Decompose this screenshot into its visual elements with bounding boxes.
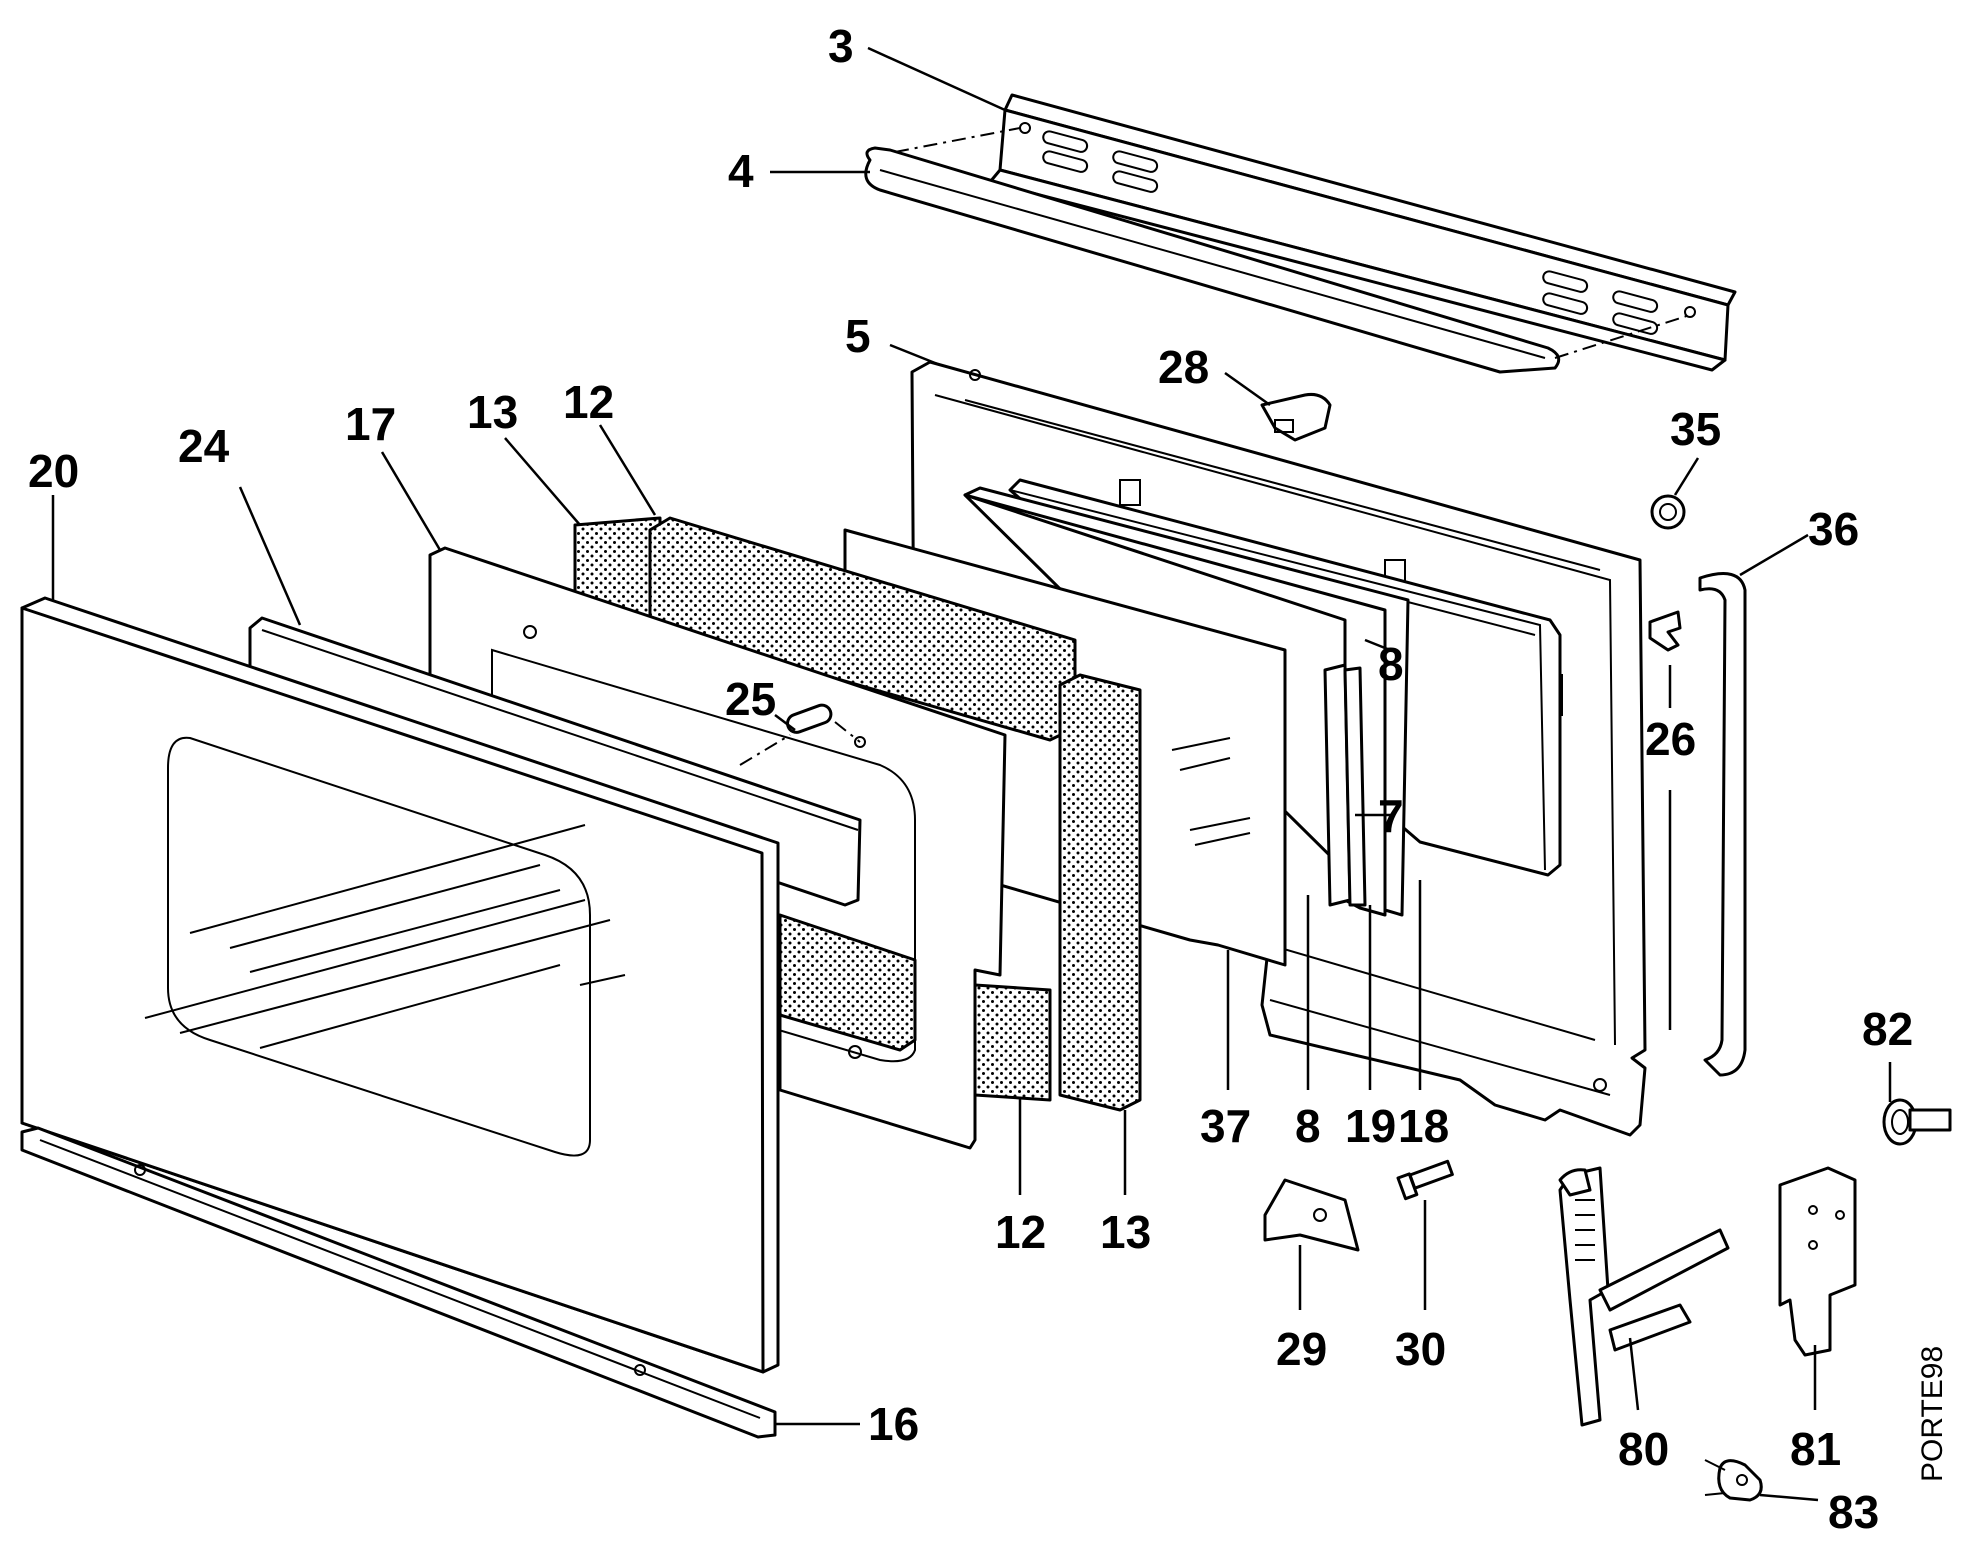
label-8-top: 8 (1378, 638, 1404, 690)
label-25: 25 (725, 673, 776, 725)
part-3-top-channel (988, 93, 1737, 372)
label-24: 24 (178, 420, 230, 472)
part-16-bottom-rail (20, 1126, 777, 1439)
label-80: 80 (1618, 1423, 1669, 1475)
diagram-code: PORTE98 (1916, 1346, 1949, 1482)
label-4: 4 (728, 145, 754, 197)
label-82: 82 (1862, 1003, 1913, 1055)
label-7: 7 (1378, 790, 1404, 842)
label-8-bottom: 8 (1295, 1100, 1321, 1152)
part-28-clip (1260, 393, 1332, 442)
leader-lines (51, 46, 1892, 1502)
label-16: 16 (868, 1398, 919, 1450)
label-13-top: 13 (467, 386, 518, 438)
label-19: 19 (1345, 1100, 1396, 1152)
label-18: 18 (1398, 1100, 1449, 1152)
label-20: 20 (28, 445, 79, 497)
part-25-pin (786, 703, 833, 734)
label-36: 36 (1808, 503, 1859, 555)
label-28: 28 (1158, 341, 1209, 393)
label-26: 26 (1645, 713, 1696, 765)
part-82-bushing (1882, 1098, 1952, 1146)
part-13-insulation-side (1058, 673, 1142, 1112)
part-12-insulation-bottom (973, 983, 1052, 1102)
part-30-screw (1396, 1159, 1454, 1201)
label-3: 3 (828, 20, 854, 72)
label-81: 81 (1790, 1423, 1841, 1475)
label-17: 17 (345, 398, 396, 450)
label-12-top: 12 (563, 376, 614, 428)
part-83-pin-plate (1704, 1459, 1763, 1502)
label-5: 5 (845, 310, 871, 362)
label-35: 35 (1670, 403, 1721, 455)
part-36-gasket (1698, 572, 1747, 1077)
part-81-hinge-bracket (1778, 1166, 1857, 1357)
label-13-bottom: 13 (1100, 1206, 1151, 1258)
label-12-bottom: 12 (995, 1206, 1046, 1258)
part-20-outer-door-glass (20, 596, 780, 1374)
part-35-nut (1650, 494, 1686, 530)
part-26-hook (1648, 610, 1682, 652)
part-labels: 3 4 5 28 35 36 26 8 7 20 24 17 13 12 25 … (28, 20, 1913, 1538)
label-83: 83 (1828, 1486, 1879, 1538)
part-29-bracket (1263, 1178, 1360, 1252)
part-80-hinge (1558, 1166, 1730, 1427)
label-37: 37 (1200, 1100, 1251, 1152)
label-30: 30 (1395, 1323, 1446, 1375)
label-29: 29 (1276, 1323, 1327, 1375)
